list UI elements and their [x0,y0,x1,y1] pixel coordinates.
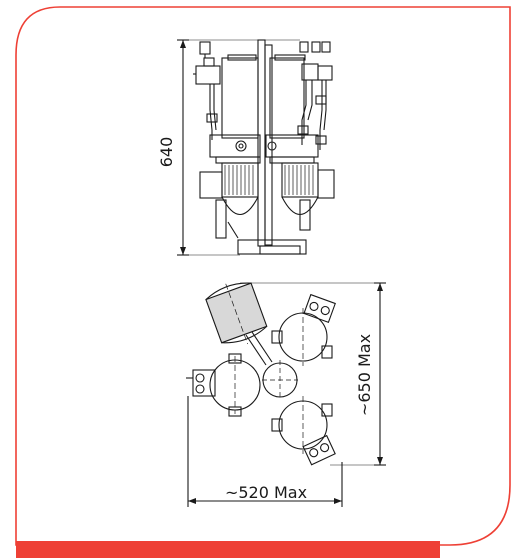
left-pump-body [221,57,259,139]
frame-border [15,6,511,546]
side-view [177,39,335,256]
right-pump-body [269,57,305,139]
plan-view [186,282,386,507]
depth-dimension-label: ~650 Max [355,334,374,416]
height-dimension-label: 640 [157,137,176,168]
accent-band [16,541,440,558]
width-dimension-label: ~520 Max [225,483,307,502]
